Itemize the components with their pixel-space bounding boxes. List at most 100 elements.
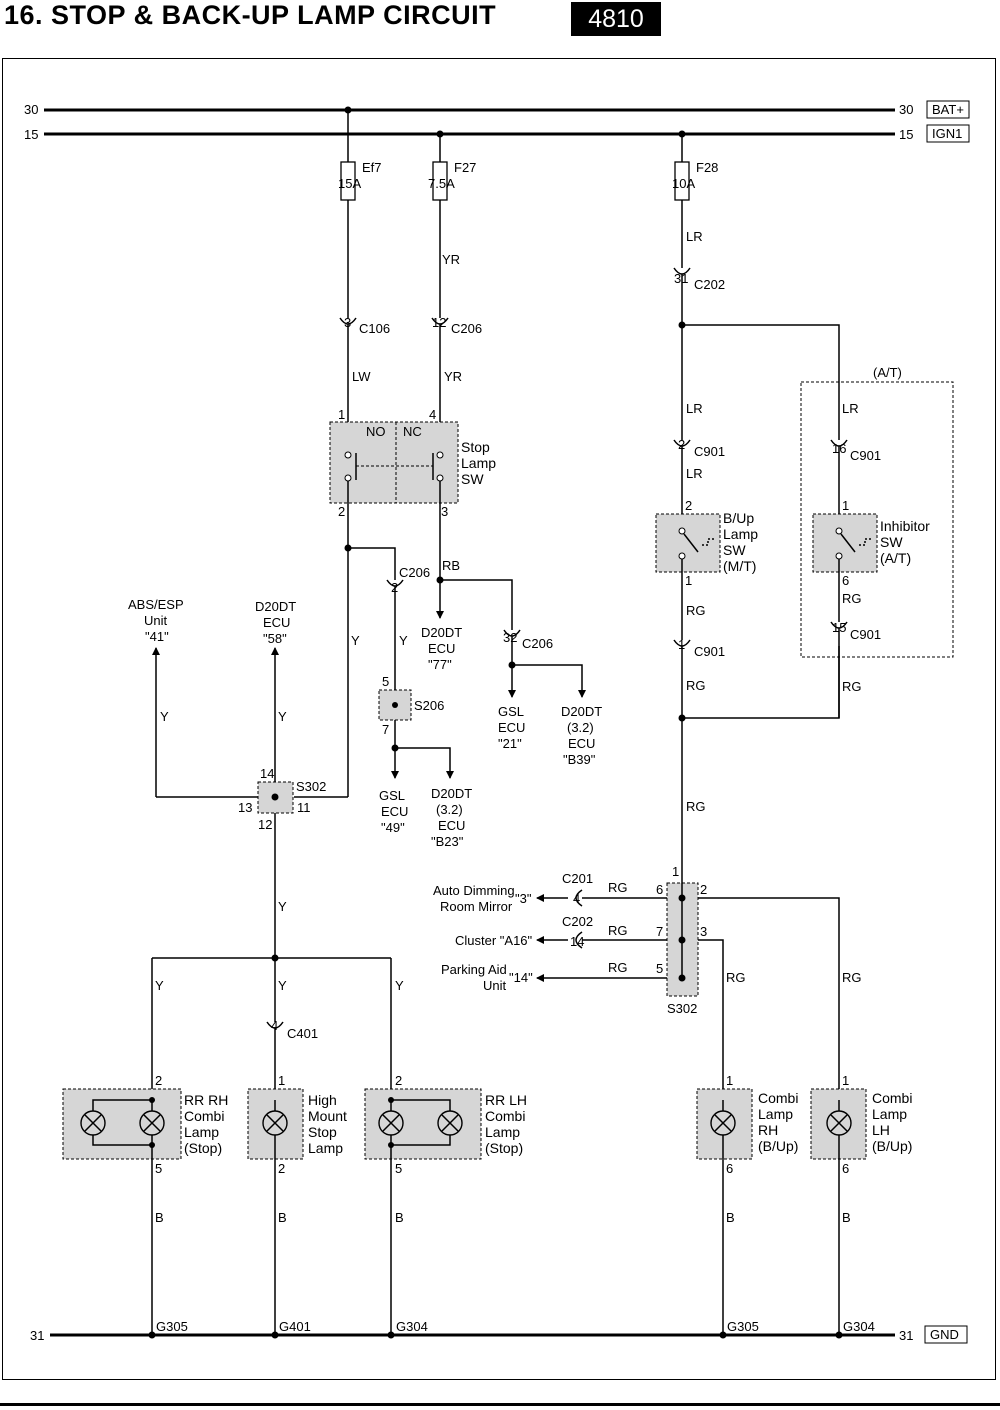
s206-pin5: 5	[382, 674, 389, 689]
c206-pin-32: 32	[503, 630, 517, 645]
b39-l1: D20DT	[561, 704, 602, 719]
combirh-l4: (B/Up)	[758, 1138, 798, 1154]
c206-pin-12: 12	[432, 315, 446, 330]
wire-yr-1: YR	[442, 252, 460, 267]
lamp-bulb-icon	[710, 1110, 736, 1136]
s302r-pin3: 3	[700, 924, 707, 939]
ecu58-l1: D20DT	[255, 599, 296, 614]
c202-pin: 31	[674, 271, 688, 286]
lamp-bulb-icon	[437, 1110, 463, 1136]
mirror-l2: Room Mirror	[440, 899, 513, 914]
ground-g305-r: G305	[727, 1319, 759, 1334]
combirh-l1: Combi	[758, 1090, 798, 1106]
inh-pin1: 1	[842, 498, 849, 513]
ground-g305-l: G305	[156, 1319, 188, 1334]
wire-lr-3: LR	[686, 466, 703, 481]
gnd-label: GND	[930, 1327, 959, 1342]
wire-y-abs: Y	[160, 709, 169, 724]
lamp-bulb-icon	[262, 1110, 288, 1136]
wire-b-5: B	[842, 1210, 851, 1225]
combilh-l2: Lamp	[872, 1106, 907, 1122]
rail-30-left: 30	[24, 102, 38, 117]
c901-pin1: 1	[678, 637, 685, 652]
wire-y-down: Y	[278, 899, 287, 914]
combirh-pin1: 1	[726, 1073, 733, 1088]
gsl21-l3: "21"	[498, 736, 522, 751]
f28-branch: F28 10A LR 31 C202 LR 2 C901 LR 2 1 B/Up…	[655, 134, 840, 885]
c401-label: C401	[287, 1026, 318, 1041]
combilh-l4: (B/Up)	[872, 1138, 912, 1154]
b23-l4: "B23"	[431, 834, 464, 849]
c202-label: C202	[694, 277, 725, 292]
stop-sw-rb: RB 32 C206 D20DT ECU "77" GSL ECU "21" D…	[421, 481, 602, 767]
stop-sw-pin4: 4	[429, 407, 436, 422]
s302r-label: S302	[667, 1001, 697, 1016]
lamp-bulb-icon	[80, 1110, 106, 1136]
stop-sw-nc: NC	[403, 424, 422, 439]
c106-pin: 3	[344, 315, 351, 330]
wire-lw: LW	[352, 369, 371, 384]
ecu58-l2: ECU	[263, 615, 290, 630]
wire-rg-cluster: RG	[608, 923, 628, 938]
bup-pin1: 1	[685, 573, 692, 588]
hmsl-l4: Lamp	[308, 1140, 343, 1156]
stop-sw-no: NO	[366, 424, 386, 439]
wire-y-ecu58: Y	[278, 709, 287, 724]
c206-label-1: C206	[451, 321, 482, 336]
s302-left: 14 S302 13 11 12 Y Y Y ABS/ESP Unit "41"…	[128, 597, 326, 958]
fuse-f27-rating: 7.5A	[428, 176, 455, 191]
f27-branch: F27 7.5A YR 12 C206 YR	[428, 134, 482, 455]
s302r-pin2: 2	[700, 882, 707, 897]
parking-l1: Parking Aid	[441, 962, 507, 977]
c901-label-3: C901	[850, 448, 881, 463]
s206-label: S206	[414, 698, 444, 713]
stop-sw-label-3: SW	[461, 471, 484, 487]
lamp-bulb-icon	[826, 1110, 852, 1136]
gsl49-l3: "49"	[381, 820, 405, 835]
c201-label: C201	[562, 871, 593, 886]
ecu77-l1: D20DT	[421, 625, 462, 640]
gnd-box	[924, 1325, 968, 1344]
wire-rg-4: RG	[842, 591, 862, 606]
mirror-pin: "3"	[515, 891, 532, 906]
abs-l3: "41"	[145, 629, 169, 644]
c206-label-3: C206	[522, 636, 553, 651]
wire-y-hmsl: Y	[278, 978, 287, 993]
power-rails: 30 15 31 30 15 31 BAT+ IGN1 GND	[24, 100, 970, 1344]
s302-pin14: 14	[260, 766, 274, 781]
ground-g304-r: G304	[843, 1319, 875, 1334]
s302r-pin5: 5	[656, 961, 663, 976]
rrlh-pin5: 5	[395, 1161, 402, 1176]
gsl49-l1: GSL	[379, 788, 405, 803]
ecu58-l3: "58"	[263, 631, 287, 646]
combilh-pin6: 6	[842, 1161, 849, 1176]
s302-right: 1 6 2 7 3 5 S302 RG C201 4 Auto Dimming …	[433, 864, 862, 1100]
page-code-badge: 4810	[571, 2, 661, 36]
parking-pin: "14"	[509, 970, 533, 985]
rrrh-pin5: 5	[155, 1161, 162, 1176]
inhibitor-tag: (A/T)	[873, 365, 902, 380]
b23-l2: (3.2)	[436, 802, 463, 817]
wire-rg-parking: RG	[608, 960, 628, 975]
hmsl-l3: Stop	[308, 1124, 337, 1140]
bat-box	[926, 100, 970, 119]
backup-lamps: 1 6 Combi Lamp RH (B/Up) 1 6 Combi Lamp …	[696, 1073, 912, 1339]
bup-l1: B/Up	[723, 510, 754, 526]
combilh-l1: Combi	[872, 1090, 912, 1106]
rrrh-pin2: 2	[155, 1073, 162, 1088]
rrrh-l3: Lamp	[184, 1124, 219, 1140]
wire-rg-5: RG	[842, 679, 862, 694]
c901-label-2: C901	[694, 644, 725, 659]
wire-rg-combi-lh: RG	[842, 970, 862, 985]
c901-pin15: 15	[832, 620, 846, 635]
wire-lr-4: LR	[842, 401, 859, 416]
stop-sw-label-1: Stop	[461, 439, 490, 455]
ecu77-l3: "77"	[428, 657, 452, 672]
rail-15-right: 15	[899, 127, 913, 142]
wire-y-rrlh: Y	[395, 978, 404, 993]
bottom-rule	[0, 1403, 1000, 1406]
rail-15-left: 15	[24, 127, 38, 142]
abs-l1: ABS/ESP	[128, 597, 184, 612]
wire-y-rrrh: Y	[155, 978, 164, 993]
